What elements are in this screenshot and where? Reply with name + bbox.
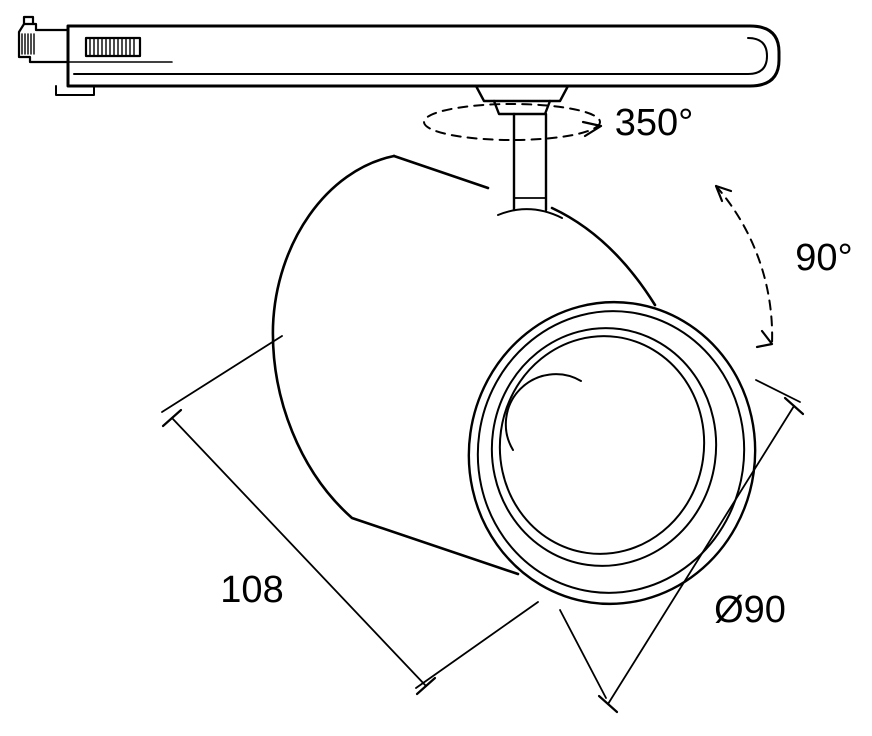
adapter-grip-block: [84, 36, 142, 58]
face-ring-aperture-inner: [498, 335, 706, 555]
body-back-and-bottom: [271, 154, 520, 576]
track-rail-inner-line: [73, 37, 768, 75]
adapter-hatch-small: [21, 33, 35, 55]
label-tilt-rotation: 90°: [795, 237, 852, 279]
stem-flange: [474, 84, 570, 103]
diameter-extension-line-bottom: [559, 609, 607, 699]
adapter-latch: [55, 85, 95, 96]
length-extension-line-bottom: [415, 601, 539, 689]
length-dimension-line: [171, 417, 427, 687]
face-ring-aperture-outer: [490, 327, 718, 567]
length-tick-start: [161, 408, 183, 428]
label-pan-rotation: 350°: [615, 102, 694, 144]
diameter-tick-start: [783, 396, 805, 416]
length-tick-end: [415, 676, 437, 696]
stem-base-junction: [497, 208, 563, 219]
face-ring-bezel: [476, 310, 746, 594]
pan-rotation-arrowhead: [581, 120, 603, 138]
reflector-arc: [504, 373, 582, 451]
adapter-tab: [22, 15, 35, 26]
dimension-face-diameter: [559, 379, 805, 714]
diameter-extension-line-top: [755, 379, 801, 403]
pan-rotation-ellipse: [423, 103, 601, 141]
face-rings: [467, 300, 757, 606]
face-ring-outer: [467, 300, 757, 606]
tilt-rotation-indicator: [714, 184, 774, 349]
pan-rotation-indicator: [423, 103, 603, 141]
stem-collar: [492, 99, 552, 116]
label-face-diameter: Ø90: [714, 589, 786, 631]
spotlight-body: [271, 154, 657, 576]
tilt-arrowhead-bottom: [755, 329, 774, 349]
adapter-hatch-large: [89, 38, 135, 56]
tilt-arc: [715, 185, 774, 345]
track-adapter: [17, 15, 173, 96]
label-body-length: 108: [220, 569, 283, 611]
diameter-tick-end: [597, 694, 619, 714]
adapter-body: [17, 22, 70, 64]
track-rail-outline: [66, 24, 781, 88]
body-top-edge-left: [392, 154, 490, 190]
body-top-edge-right: [550, 206, 657, 307]
diameter-dimension-line: [607, 405, 795, 705]
track-rail: [66, 24, 781, 88]
dimension-body-length: [161, 335, 539, 696]
tilt-arrowhead-top: [714, 184, 733, 203]
length-extension-line-top: [161, 335, 283, 413]
mounting-stem: [474, 84, 570, 219]
